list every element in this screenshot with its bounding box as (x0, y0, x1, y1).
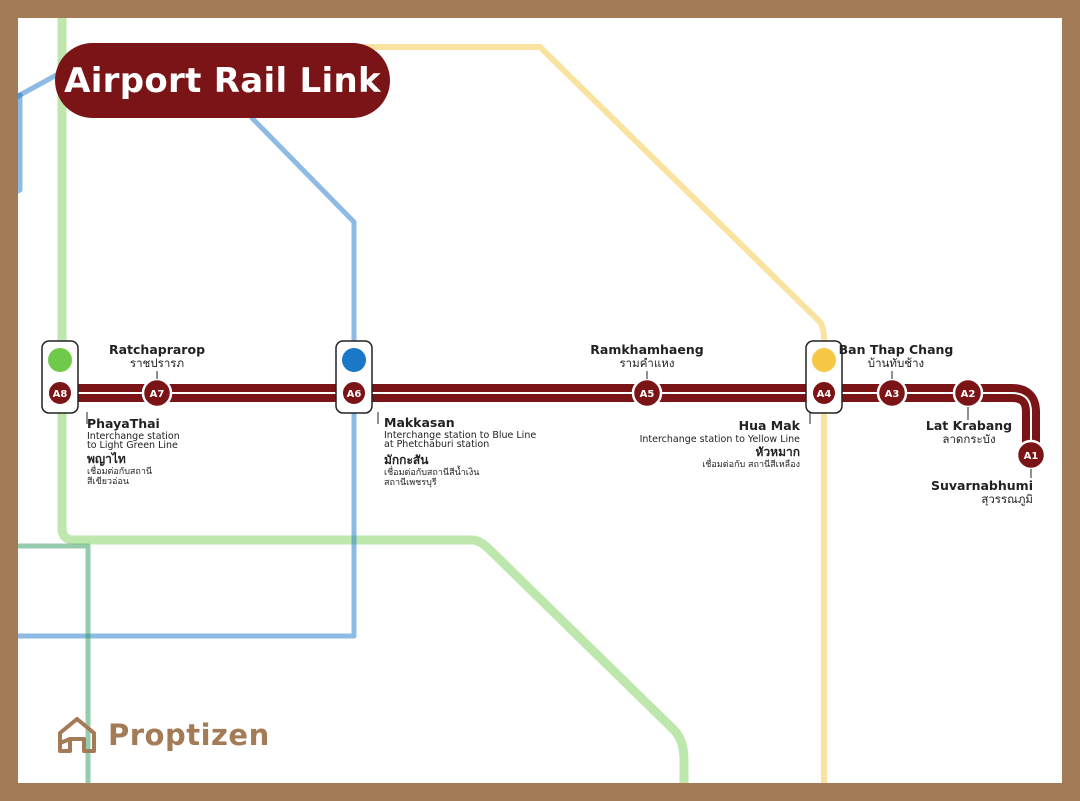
station-a5[interactable]: A5 (631, 377, 663, 409)
station-name-th-a3: บ้านทับช้าง (868, 356, 924, 370)
station-code-a4: A4 (817, 389, 832, 400)
label-leaders (86, 371, 1032, 478)
station-name-en-a2: Lat Krabang (926, 418, 1012, 433)
station-name-th-a6: มักกะสัน (384, 453, 429, 467)
airport-rail-link-line (62, 384, 1040, 455)
station-code-a1: A1 (1024, 451, 1039, 462)
station-name-th-a7: ราชปรารภ (130, 356, 184, 370)
station-note-th-a6-1: เชื่อมต่อกับสถานีสีน้ำเงิน (384, 465, 479, 478)
green-line-lower (18, 543, 91, 783)
station-name-en-a8: PhayaThai (87, 416, 160, 431)
station-name-th-a5: รามคำแหง (620, 356, 675, 370)
station-name-en-a4: Hua Mak (739, 418, 801, 433)
station-name-en-a1: Suvarnabhumi (931, 478, 1033, 493)
station-note-th-a8-2: สีเขียวอ่อน (87, 476, 129, 487)
interchange-a6[interactable]: A6 (335, 340, 373, 414)
station-code-a2: A2 (961, 389, 976, 400)
station-a7[interactable]: A7 (141, 377, 173, 409)
station-a1[interactable]: A1 (1015, 439, 1047, 471)
map-title: Airport Rail Link (55, 43, 390, 118)
station-name-th-a1: สุวรรณภูมิ (981, 492, 1033, 506)
station-name-th-a8: พญาไท (87, 451, 126, 466)
blue-line-marker (342, 348, 366, 372)
station-code-a7: A7 (150, 389, 165, 400)
interchange-a8[interactable]: A8 (41, 340, 79, 414)
station-a2[interactable]: A2 (952, 377, 984, 409)
proptizen-house-icon (58, 717, 96, 753)
yellow-line-marker (812, 348, 836, 372)
station-name-en-a5: Ramkhamhaeng (590, 342, 703, 357)
route-map: A8 A6 A4 A7 A5 (18, 18, 1062, 783)
station-name-th-a2: ลาดกระบัง (942, 432, 995, 446)
interchange-a4[interactable]: A4 (805, 340, 843, 414)
station-name-en-a7: Ratchaprarop (109, 342, 205, 357)
station-code-a8: A8 (53, 389, 68, 400)
station-note-en-a6-2: at Phetchaburi station (384, 439, 489, 450)
yellow-line (337, 44, 827, 783)
station-note-en-a4: Interchange station to Yellow Line (640, 434, 801, 445)
light-green-line-marker (48, 348, 72, 372)
station-code-a3: A3 (885, 389, 900, 400)
station-a3[interactable]: A3 (876, 377, 908, 409)
station-code-a5: A5 (640, 389, 655, 400)
station-note-th-a6-2: สถานีเพชรบุรี (384, 477, 437, 488)
station-note-th-a8-1: เชื่อมต่อกับสถานี (87, 464, 152, 477)
station-note-en-a6-1: Interchange station to Blue Line (384, 430, 536, 441)
light-green-line (57, 18, 689, 783)
station-note-th-a4: เชื่อมต่อกับ สถานีสีเหลือง (702, 457, 800, 470)
station-note-en-a8-2: to Light Green Line (87, 440, 178, 451)
station-name-th-a4: หัวหมาก (756, 445, 800, 459)
station-code-a6: A6 (347, 389, 362, 400)
station-note-en-a8-1: Interchange station (87, 431, 180, 442)
route-map-canvas: A8 A6 A4 A7 A5 (18, 18, 1047, 783)
blue-line-left (18, 92, 23, 194)
brand-logo: Proptizen (56, 715, 270, 755)
station-name-en-a6: Makkasan (384, 415, 455, 430)
brand-name: Proptizen (108, 718, 270, 752)
station-name-en-a3: Ban Thap Chang (839, 342, 954, 357)
